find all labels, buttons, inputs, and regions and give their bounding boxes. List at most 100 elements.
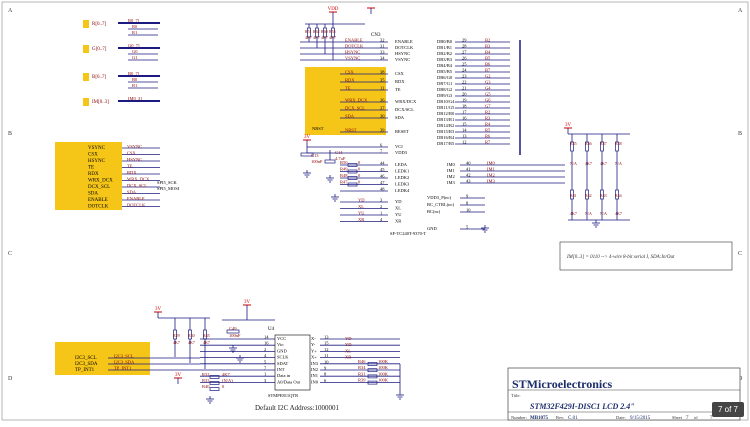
resistor-ref: R40 <box>202 384 210 389</box>
i2c-net: I2C3_SCL <box>114 354 134 359</box>
pin-number: 6 <box>324 378 327 383</box>
pin-name: Y+ <box>311 348 317 353</box>
pin-number: 19 <box>462 98 467 103</box>
pin-name: SDA <box>395 115 405 120</box>
grid-row-right: B <box>738 131 742 137</box>
resistor-ref: R55 <box>329 29 336 34</box>
net-bus-label: B[0..7] <box>92 75 107 80</box>
pin-signal: R5 <box>485 128 491 133</box>
number-value: MB1075 <box>530 416 549 421</box>
pin-name: XR <box>395 219 401 224</box>
pin-number: 37 <box>380 106 385 111</box>
signal-net: VSYNC <box>127 144 142 149</box>
resistor-ref: R47 <box>340 180 348 185</box>
pin-number: 20 <box>462 92 467 97</box>
pin-name: VDD3 <box>395 150 408 155</box>
resistor-ref: R39 <box>358 378 366 383</box>
pin-name: LEDK1 <box>395 169 409 174</box>
pin-signal: DOTCLK <box>345 44 364 49</box>
pin-number: 10 <box>466 208 471 213</box>
resistor-value: 4K7 <box>173 340 180 345</box>
pin-signal: R3 <box>485 116 491 121</box>
signal-net: RDX <box>127 170 137 175</box>
pin-name: DB5/B5 <box>437 69 453 74</box>
pin-name: DB7/G1 <box>437 81 452 86</box>
spi-label: SPI5_MOSI <box>157 186 180 191</box>
net-member: R1 <box>132 30 137 35</box>
pin-number: 24 <box>462 68 467 73</box>
pin-number: 5 <box>466 225 469 230</box>
pin-name: DCX/SCL <box>395 107 414 112</box>
pin-name: BC(nc) <box>427 209 441 214</box>
resistor-ref: R34 <box>358 365 366 370</box>
pin-number: 31 <box>380 44 385 49</box>
resistor-ref: R33 <box>202 378 210 383</box>
resistor-ref: R43 <box>600 193 607 198</box>
pin-number: 30 <box>380 114 385 119</box>
connector-body <box>388 40 391 242</box>
pin-name: Data in <box>277 373 291 378</box>
pin-name: DB13/R1 <box>437 117 454 122</box>
sheet-label: Sheet <box>672 415 683 420</box>
pin-name: INT <box>277 367 285 372</box>
signal-net: HSYNC <box>127 157 142 162</box>
pin-number: 16 <box>264 341 269 346</box>
pin-number: 2 <box>264 347 266 352</box>
3v-symbol: 3V <box>244 300 251 305</box>
pin-number: 7 <box>380 149 383 154</box>
i2c-signal: I2C3_SCL <box>75 356 97 361</box>
i2c-net: I2C3_SDA <box>114 360 135 365</box>
pin-name: LEDK2 <box>395 175 409 180</box>
pin-name: ENABLE <box>395 39 413 44</box>
net-member: B0 <box>132 77 138 82</box>
pin-number: 27 <box>462 50 467 55</box>
of-value: 7 <box>710 416 713 421</box>
resistor-ref: R30 <box>188 333 195 338</box>
pin-number: 1 <box>380 211 382 216</box>
resistor-value: (N/A) <box>222 378 233 383</box>
touch-signal: XL <box>358 204 364 209</box>
pin-name: DB0/B0 <box>437 39 453 44</box>
pin-name: IM2 <box>447 174 455 179</box>
pin-name: VCC <box>277 336 286 341</box>
note-box <box>559 241 733 271</box>
grid-row-left: D <box>8 376 13 382</box>
resistor-value: 4K7 <box>203 340 210 345</box>
signal-net: CSX <box>127 151 137 156</box>
grid-row-left: B <box>8 131 12 137</box>
pin-number: 26 <box>462 56 467 61</box>
pin-number: 11 <box>324 353 328 358</box>
pin-signal: B4 <box>485 50 491 55</box>
net-member: R0 <box>132 24 138 29</box>
3v-symbol: 3V <box>304 135 311 140</box>
pin-signal: R6 <box>485 134 491 139</box>
touch-signal: XR <box>358 217 364 222</box>
pin-signal: HSYNC <box>345 50 360 55</box>
pin-number: 12 <box>462 140 467 145</box>
signal-label: DOTCLK <box>88 205 109 210</box>
led-resistor <box>347 169 358 174</box>
pin-name: DB15/R3 <box>437 129 455 134</box>
grid-row-right: A <box>738 8 743 14</box>
bus-member: IM0_3] <box>128 96 142 101</box>
pin-number: 28 <box>462 44 467 49</box>
signal-net: ENABLE <box>127 196 145 201</box>
page-indicator: 7 of 7 <box>711 402 744 417</box>
signal-label: WRX_DCX <box>88 179 113 184</box>
pin-signal: B2 <box>485 38 490 43</box>
pin-signal: DCX_SCL <box>345 106 365 111</box>
pin-number: 15 <box>324 341 329 346</box>
pin-signal: TE <box>345 86 351 91</box>
strap-resistor <box>209 387 220 391</box>
connector-marker <box>83 45 89 53</box>
cap-value: 100nF <box>311 159 323 164</box>
pin-number: 21 <box>462 86 467 91</box>
signal-label: SDA <box>88 192 98 197</box>
resistor-value: 4K7 <box>585 161 592 166</box>
pin-name: DB12/R0 <box>437 111 455 116</box>
pin-signal: R2 <box>485 110 490 115</box>
strap-resistor <box>209 375 220 379</box>
signal-net: DCX_SCL <box>127 183 147 188</box>
input-resistor <box>367 380 378 385</box>
sheet-value: 7 <box>686 416 689 421</box>
